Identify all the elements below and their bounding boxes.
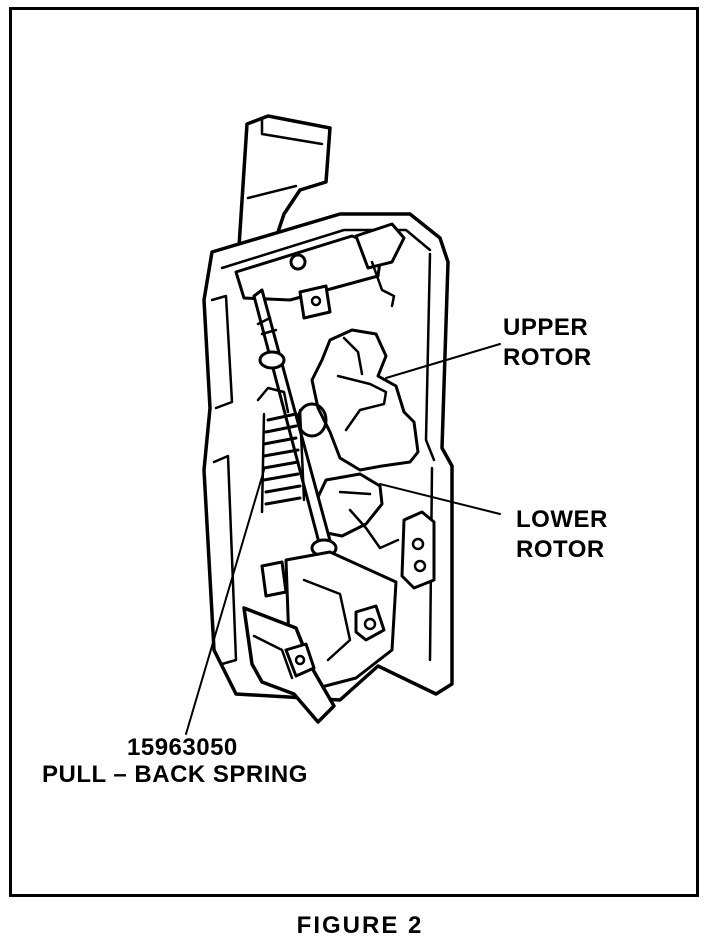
upper-rotor-label-line-2: ROTOR: [503, 344, 592, 371]
figure-caption: FIGURE 2: [296, 912, 424, 939]
lower-rotor-leader: [379, 483, 501, 515]
lower-bolt: [354, 604, 386, 642]
figure-border: [9, 7, 699, 897]
upper-rotor-label-line-1: UPPER: [503, 314, 589, 341]
upper-rotor-leader: [385, 343, 501, 379]
spring-part-name: PULL – BACK SPRING: [42, 761, 308, 788]
release-lever-bottom: [242, 606, 336, 724]
spring-part-number: 15963050: [127, 734, 238, 761]
upper-bolt-1: [289, 253, 307, 271]
upper-rotor: [310, 328, 420, 472]
upper-bolt-2: [298, 284, 332, 320]
spring-leader: [185, 469, 265, 735]
lower-rotor-label-line-1: LOWER: [516, 506, 608, 533]
lower-lever-bolt: [284, 642, 316, 678]
pull-back-spring: [260, 408, 306, 514]
upper-rotor-label: UPPER ROTOR: [503, 313, 592, 373]
lower-rotor-label: LOWER ROTOR: [516, 505, 608, 565]
lower-rotor-label-line-2: ROTOR: [516, 536, 605, 563]
